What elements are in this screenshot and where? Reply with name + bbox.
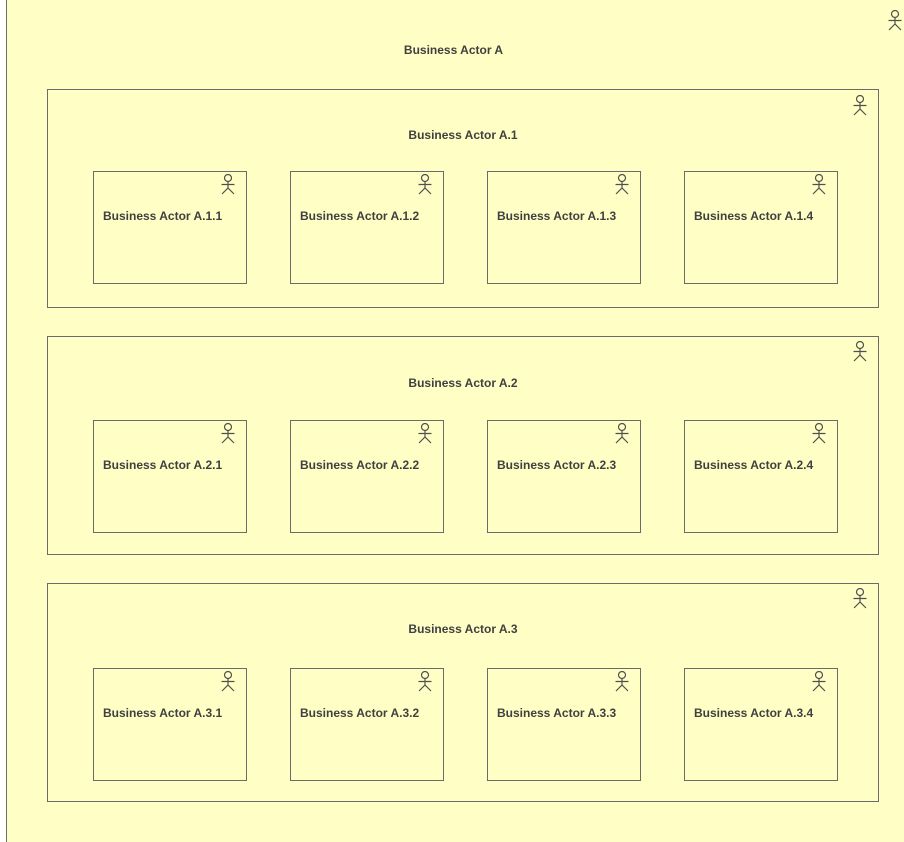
business-actor-a2-label: Business Actor A.2 xyxy=(408,376,518,390)
business-actor-a21[interactable]: Business Actor A.2.1 xyxy=(93,420,247,533)
business-actor-icon xyxy=(417,174,433,198)
business-actor-a33-label: Business Actor A.3.3 xyxy=(497,706,617,720)
business-actor-a22-label: Business Actor A.2.2 xyxy=(300,458,420,472)
business-actor-a24[interactable]: Business Actor A.2.4 xyxy=(684,420,838,533)
business-actor-icon xyxy=(220,423,236,447)
business-actor-a13-label: Business Actor A.1.3 xyxy=(497,209,617,223)
business-actor-a31-label: Business Actor A.3.1 xyxy=(103,706,223,720)
business-actor-a31[interactable]: Business Actor A.3.1 xyxy=(93,668,247,781)
business-actor-icon xyxy=(614,671,630,695)
business-actor-icon xyxy=(811,423,827,447)
business-actor-a12[interactable]: Business Actor A.1.2 xyxy=(290,171,444,284)
business-actor-icon xyxy=(887,10,903,34)
business-actor-a24-label: Business Actor A.2.4 xyxy=(694,458,814,472)
business-actor-a32[interactable]: Business Actor A.3.2 xyxy=(290,668,444,781)
business-actor-icon xyxy=(614,174,630,198)
business-actor-icon xyxy=(220,174,236,198)
business-actor-icon xyxy=(220,671,236,695)
business-actor-a1[interactable]: Business Actor A.1 Business Actor A.1.1 … xyxy=(47,89,879,308)
business-actor-a22[interactable]: Business Actor A.2.2 xyxy=(290,420,444,533)
business-actor-a32-label: Business Actor A.3.2 xyxy=(300,706,420,720)
business-actor-a-label: Business Actor A xyxy=(403,43,504,57)
business-actor-a11[interactable]: Business Actor A.1.1 xyxy=(93,171,247,284)
business-actor-icon xyxy=(811,174,827,198)
business-actor-icon xyxy=(852,588,868,612)
business-actor-a33[interactable]: Business Actor A.3.3 xyxy=(487,668,641,781)
business-actor-a3[interactable]: Business Actor A.3 Business Actor A.3.1 … xyxy=(47,583,879,802)
business-actor-icon xyxy=(417,671,433,695)
business-actor-icon xyxy=(614,423,630,447)
business-actor-a34-label: Business Actor A.3.4 xyxy=(694,706,814,720)
business-actor-a1-label: Business Actor A.1 xyxy=(408,128,518,142)
business-actor-a2[interactable]: Business Actor A.2 Business Actor A.2.1 … xyxy=(47,336,879,555)
business-actor-a11-label: Business Actor A.1.1 xyxy=(103,209,223,223)
business-actor-icon xyxy=(811,671,827,695)
business-actor-icon xyxy=(852,95,868,119)
business-actor-icon xyxy=(417,423,433,447)
business-actor-a21-label: Business Actor A.2.1 xyxy=(103,458,223,472)
business-actor-a13[interactable]: Business Actor A.1.3 xyxy=(487,171,641,284)
business-actor-a23-label: Business Actor A.2.3 xyxy=(497,458,617,472)
business-actor-a23[interactable]: Business Actor A.2.3 xyxy=(487,420,641,533)
business-actor-icon xyxy=(852,341,868,365)
business-actor-a14-label: Business Actor A.1.4 xyxy=(694,209,814,223)
business-actor-a34[interactable]: Business Actor A.3.4 xyxy=(684,668,838,781)
business-actor-a3-label: Business Actor A.3 xyxy=(408,622,518,636)
business-actor-a12-label: Business Actor A.1.2 xyxy=(300,209,420,223)
business-actor-a14[interactable]: Business Actor A.1.4 xyxy=(684,171,838,284)
